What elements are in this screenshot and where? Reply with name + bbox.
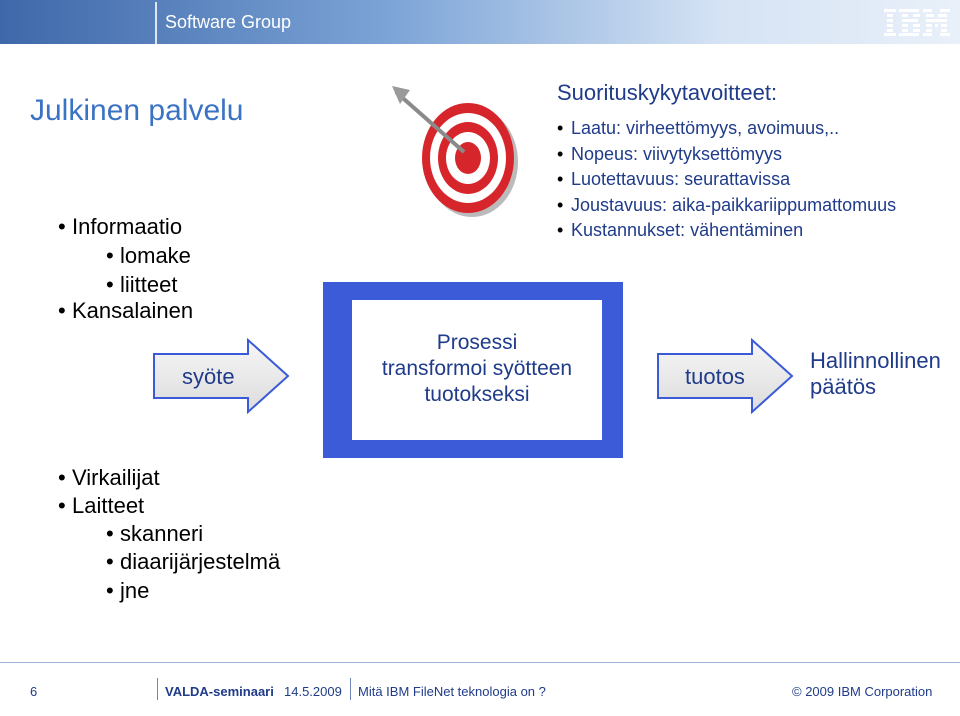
official-item-diaarijarjestelma: •diaarijärjestelmä	[106, 549, 280, 575]
bullet-icon: •	[106, 243, 120, 269]
bullet-icon: •	[106, 272, 120, 298]
footer-copyright: © 2009 IBM Corporation	[792, 684, 932, 699]
bullet-icon: •	[106, 578, 120, 604]
footer-divider	[0, 662, 960, 663]
official-item-skanneri: •skanneri	[106, 521, 203, 547]
input-item-liitteet: •liitteet	[106, 272, 177, 298]
official-item-laitteet: •Laitteet	[58, 493, 144, 519]
performance-item: •Luotettavuus: seurattavissa	[557, 167, 896, 193]
bullet-icon: •	[58, 298, 72, 324]
footer-topic: Mitä IBM FileNet teknologia on ?	[358, 684, 546, 699]
process-line: transformoi syötteen	[352, 356, 602, 382]
bullet-icon: •	[58, 465, 72, 491]
process-line: tuotokseksi	[352, 382, 602, 408]
ibm-logo	[884, 7, 950, 37]
bullet-icon: •	[557, 167, 571, 193]
performance-list: •Laatu: virheettömyys, avoimuus,.. •Nope…	[557, 116, 896, 244]
performance-item: •Kustannukset: vähentäminen	[557, 218, 896, 244]
official-item-virkailijat: •Virkailijat	[58, 465, 160, 491]
process-line: Prosessi	[352, 330, 602, 356]
bullet-icon: •	[58, 214, 72, 240]
footer-event: VALDA-seminaari	[165, 684, 274, 699]
bullet-icon: •	[106, 549, 120, 575]
input-item-kansalainen: •Kansalainen	[58, 298, 193, 324]
footer-separator	[157, 678, 158, 700]
bullet-icon: •	[557, 193, 571, 219]
slide-title: Julkinen palvelu	[30, 94, 243, 128]
page-number: 6	[30, 684, 37, 699]
performance-item: •Joustavuus: aika-paikkariippumattomuus	[557, 193, 896, 219]
header-title: Software Group	[165, 12, 291, 33]
bullet-icon: •	[58, 493, 72, 519]
bullet-icon: •	[557, 218, 571, 244]
output-arrow-label: tuotos	[685, 364, 745, 390]
target-icon	[390, 82, 525, 222]
input-item-lomake: •lomake	[106, 243, 191, 269]
input-arrow-label: syöte	[182, 364, 235, 390]
performance-item: •Laatu: virheettömyys, avoimuus,..	[557, 116, 896, 142]
footer-date: 14.5.2009	[284, 684, 342, 699]
input-item-informaatio: •Informaatio	[58, 214, 182, 240]
bullet-icon: •	[557, 142, 571, 168]
result-text: Hallinnollinen päätös	[810, 348, 941, 400]
bullet-icon: •	[557, 116, 571, 142]
official-item-jne: •jne	[106, 578, 149, 604]
performance-item: •Nopeus: viivytyksettömyys	[557, 142, 896, 168]
process-box: Prosessi transformoi syötteen tuotokseks…	[352, 300, 602, 440]
footer-separator	[350, 678, 351, 700]
bullet-icon: •	[106, 521, 120, 547]
header-divider	[155, 2, 157, 44]
performance-heading: Suorituskykytavoitteet:	[557, 80, 777, 106]
header-bar	[0, 0, 960, 44]
